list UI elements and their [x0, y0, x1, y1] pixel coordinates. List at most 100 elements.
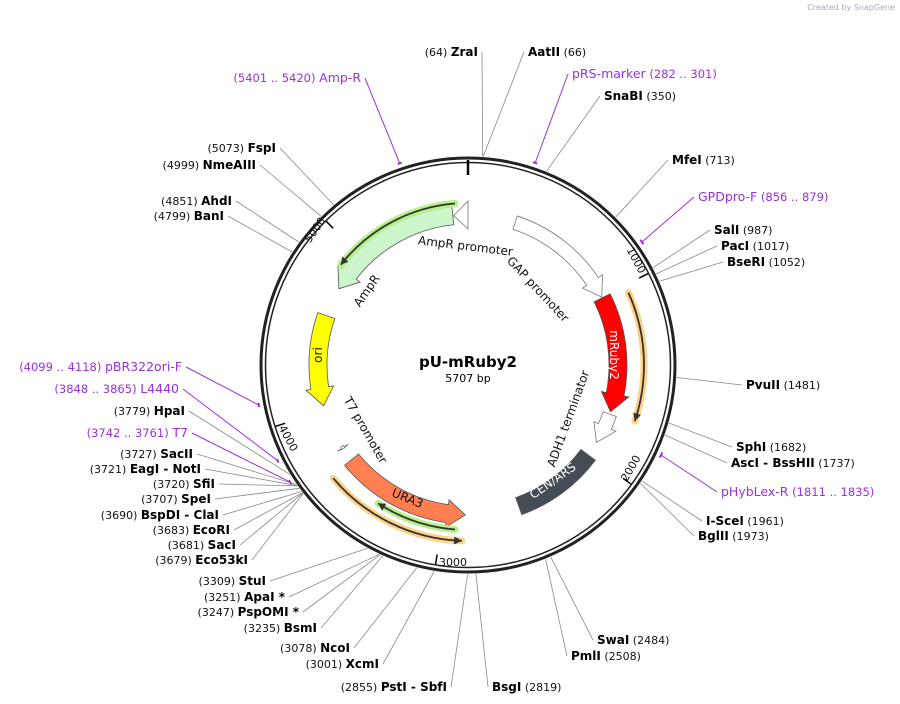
feature-ori[interactable] — [305, 312, 336, 407]
site-leader-line — [188, 410, 291, 475]
site-name: NcoI — [320, 641, 350, 655]
primer-gpdpro-f[interactable]: GPDpro-F (856 .. 879) — [698, 189, 828, 204]
feature-gap-promoter[interactable] — [512, 215, 603, 298]
site-sphi[interactable]: SphI (1682) — [736, 440, 806, 454]
site-ncoi[interactable]: (3078) NcoI — [280, 641, 350, 655]
site-bani[interactable]: (4799) BanI — [154, 209, 224, 223]
site-leader-line — [475, 573, 489, 688]
site-position: (64) — [425, 46, 448, 59]
site-ecori[interactable]: (3683) EcoRI — [153, 523, 230, 537]
site-name: BglII — [698, 529, 729, 543]
site-position: (1017) — [753, 240, 790, 253]
site-sfii[interactable]: (3720) SfiI — [153, 477, 215, 491]
feature-ampr-promoter[interactable] — [453, 200, 469, 230]
primer-leader-line — [534, 73, 569, 164]
site-leader-line — [353, 567, 418, 649]
site-name: BseRI — [727, 255, 765, 269]
feature-cen-ars[interactable] — [515, 448, 596, 516]
primer-t7[interactable]: (3742 .. 3761) T7 — [87, 425, 188, 440]
site-ahdi[interactable]: (4851) AhdI — [161, 194, 232, 208]
site-name: NmeAIII — [203, 158, 256, 172]
site-position: (2508) — [604, 650, 641, 663]
site-name: PmlI — [571, 649, 601, 663]
primer-prs-marker[interactable]: pRS-marker (282 .. 301) — [572, 66, 717, 81]
site-pmli[interactable]: PmlI (2508) — [571, 649, 641, 663]
site-asci-bsshii[interactable]: AscI - BssHII (1737) — [731, 456, 855, 470]
site-leader-line — [279, 147, 334, 206]
primer-binding-mark — [397, 161, 403, 165]
site-leader-line — [222, 491, 302, 516]
primer-leader-line — [185, 366, 260, 406]
site-aatii[interactable]: AatII (66) — [528, 45, 586, 59]
site-mfei[interactable]: MfeI (713) — [672, 153, 735, 167]
site-position: (350) — [646, 90, 676, 103]
site-stui[interactable]: (3309) StuI — [199, 574, 266, 588]
site-name: EagI - NotI — [130, 462, 201, 476]
site-sali[interactable]: SalI (987) — [714, 223, 772, 237]
site-name: SalI — [714, 223, 739, 237]
site-xcmi[interactable]: (3001) XcmI — [306, 657, 379, 671]
site-name: ZraI — [451, 45, 478, 59]
plasmid-length: 5707 bp — [445, 372, 490, 385]
site-name: EcoRI — [193, 523, 230, 537]
primer-leader-line — [660, 454, 718, 493]
feature-adh1-terminator[interactable] — [593, 411, 617, 444]
site-name: SacI — [208, 538, 236, 552]
site-paci[interactable]: PacI (1017) — [721, 239, 789, 253]
site-pspomi-[interactable]: (3247) PspOMI * — [198, 605, 300, 619]
site-name: SpeI — [181, 492, 211, 506]
primer-name: pRS-marker — [572, 66, 647, 81]
primer-phyblex-r[interactable]: pHybLex-R (1811 .. 1835) — [721, 484, 874, 499]
primer-leader-line — [641, 196, 695, 243]
site-leader-line — [676, 377, 743, 386]
site-hpai[interactable]: (3779) HpaI — [114, 404, 185, 418]
primer-l4440[interactable]: (3848 .. 3865) L4440 — [54, 381, 179, 396]
site-eco53ki[interactable]: (3679) Eco53kI — [155, 553, 248, 567]
primer-binding-mark — [639, 239, 645, 245]
site-bseri[interactable]: BseRI (1052) — [727, 255, 805, 269]
feature-ura3[interactable] — [344, 453, 466, 529]
site-apai-[interactable]: (3251) ApaI * — [204, 590, 286, 604]
site-position: (2855) — [341, 681, 378, 694]
site-leader-line — [239, 492, 304, 546]
site-bsgi[interactable]: BsgI (2819) — [492, 680, 561, 694]
primer-pbr322ori-f[interactable]: (4099 .. 4118) pBR322ori-F — [19, 359, 182, 374]
site-name: PacI — [721, 239, 749, 253]
site-position: (3690) — [101, 509, 138, 522]
site-bspdi-clai[interactable]: (3690) BspDI - ClaI — [101, 508, 219, 522]
site-leader-line — [550, 556, 594, 641]
scale-tick — [434, 554, 438, 565]
site-leader-line — [668, 422, 733, 448]
feature-mruby2[interactable] — [593, 293, 630, 413]
site-leader-line — [545, 558, 568, 657]
primer-name: pHybLex-R — [721, 484, 789, 499]
site-fspi[interactable]: (5073) FspI — [208, 141, 276, 155]
site-bglii[interactable]: BglII (1973) — [698, 529, 769, 543]
site-bsmi[interactable]: (3235) BsmI — [244, 621, 317, 635]
site-nmeaiii[interactable]: (4999) NmeAIII — [163, 158, 256, 172]
orf-line — [627, 292, 645, 422]
site-pvuii[interactable]: PvuII (1481) — [746, 378, 820, 392]
site-swai[interactable]: SwaI (2484) — [597, 633, 669, 647]
site-eagi-noti[interactable]: (3721) EagI - NotI — [90, 462, 201, 476]
site-position: (1481) — [784, 379, 821, 392]
site-position: (1737) — [818, 457, 855, 470]
site-spei[interactable]: (3707) SpeI — [141, 492, 211, 506]
site-saci[interactable]: (3681) SacI — [168, 538, 236, 552]
site-i-scei[interactable]: I-SceI (1961) — [706, 514, 784, 528]
feature-label: T7 promoter — [340, 393, 390, 465]
site-position: (987) — [743, 224, 773, 237]
feature-t7-promoter[interactable] — [337, 443, 349, 452]
site-leader-line — [664, 434, 728, 464]
site-leader-line — [652, 229, 711, 269]
site-snabi[interactable]: SnaBI (350) — [604, 89, 676, 103]
site-sacii[interactable]: (3727) SacII — [120, 447, 193, 461]
site-position: (3679) — [155, 554, 192, 567]
primer-name: pBR322ori-F — [105, 359, 182, 374]
scale-tick-label: 3000 — [439, 556, 467, 569]
site-zrai[interactable]: (64) ZraI — [425, 45, 478, 59]
site-name: ApaI * — [244, 590, 286, 604]
site-psti-sbfi[interactable]: (2855) PstI - SbfI — [341, 680, 447, 694]
primer-amp-r[interactable]: (5401 .. 5420) Amp-R — [233, 70, 361, 85]
